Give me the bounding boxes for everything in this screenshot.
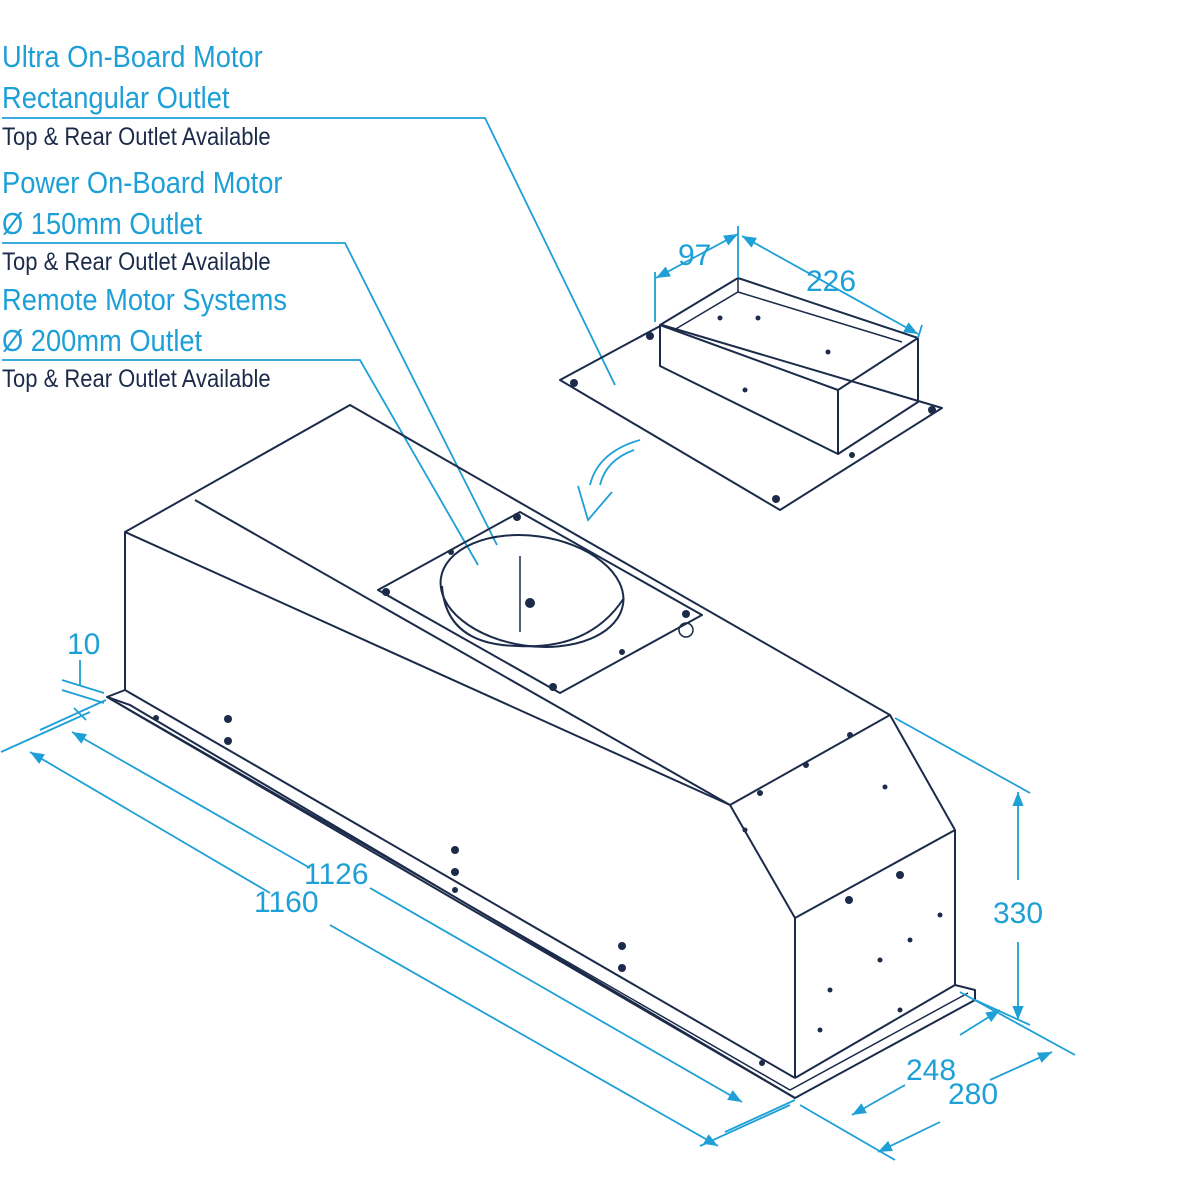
option-ultra-subtitle: Rectangular Outlet xyxy=(2,80,230,115)
adapter-screw xyxy=(772,495,780,503)
dim-outer-length: 1160 xyxy=(254,886,319,919)
adapter-collar-inner xyxy=(673,291,903,343)
adapter-collar-side xyxy=(837,338,919,455)
adapter-screw xyxy=(646,332,654,340)
leader-lines xyxy=(2,117,616,566)
dim-outer-depth: 280 xyxy=(948,1078,998,1111)
leader-150mm xyxy=(2,242,498,546)
spigot-screw xyxy=(549,683,557,691)
adapter-plate xyxy=(559,324,943,511)
hood-body xyxy=(106,404,976,1099)
adapter-screw xyxy=(928,406,936,414)
dim-height: 330 xyxy=(993,897,1043,930)
dimension-lines xyxy=(0,226,1076,1161)
adapter-screw xyxy=(849,452,855,458)
option-remote-subtitle: Ø 200mm Outlet xyxy=(2,323,203,358)
spigot-wall xyxy=(441,585,625,648)
spigot-plate xyxy=(377,511,703,694)
dim-inner-length: 1126 xyxy=(304,858,369,891)
curved-arrow-icon xyxy=(577,439,641,522)
adapter-collar-top xyxy=(659,277,919,391)
adapter-collar-front xyxy=(659,325,839,455)
option-power-note: Top & Rear Outlet Available xyxy=(2,248,271,276)
option-power-title: Power On-Board Motor xyxy=(2,165,283,200)
dim-adapter-width: 97 xyxy=(678,239,711,272)
option-remote-note: Top & Rear Outlet Available xyxy=(2,365,271,393)
option-ultra-title: Ultra On-Board Motor xyxy=(2,39,263,74)
option-remote-title: Remote Motor Systems xyxy=(2,282,288,317)
spigot-screw xyxy=(382,588,390,596)
adapter-screw xyxy=(570,379,578,387)
spigot-screw xyxy=(513,513,521,521)
dim-inner-depth: 248 xyxy=(906,1054,956,1087)
option-power-subtitle: Ø 150mm Outlet xyxy=(2,206,203,241)
body-outline xyxy=(106,404,976,1099)
dim-adapter-length: 226 xyxy=(806,265,856,298)
rectangular-adapter xyxy=(559,277,943,511)
spigot-screw xyxy=(682,610,690,618)
option-ultra-note: Top & Rear Outlet Available xyxy=(2,123,271,151)
dim-flange: 10 xyxy=(67,628,100,661)
leader-rectangular xyxy=(2,117,616,386)
leader-200mm xyxy=(2,359,479,566)
